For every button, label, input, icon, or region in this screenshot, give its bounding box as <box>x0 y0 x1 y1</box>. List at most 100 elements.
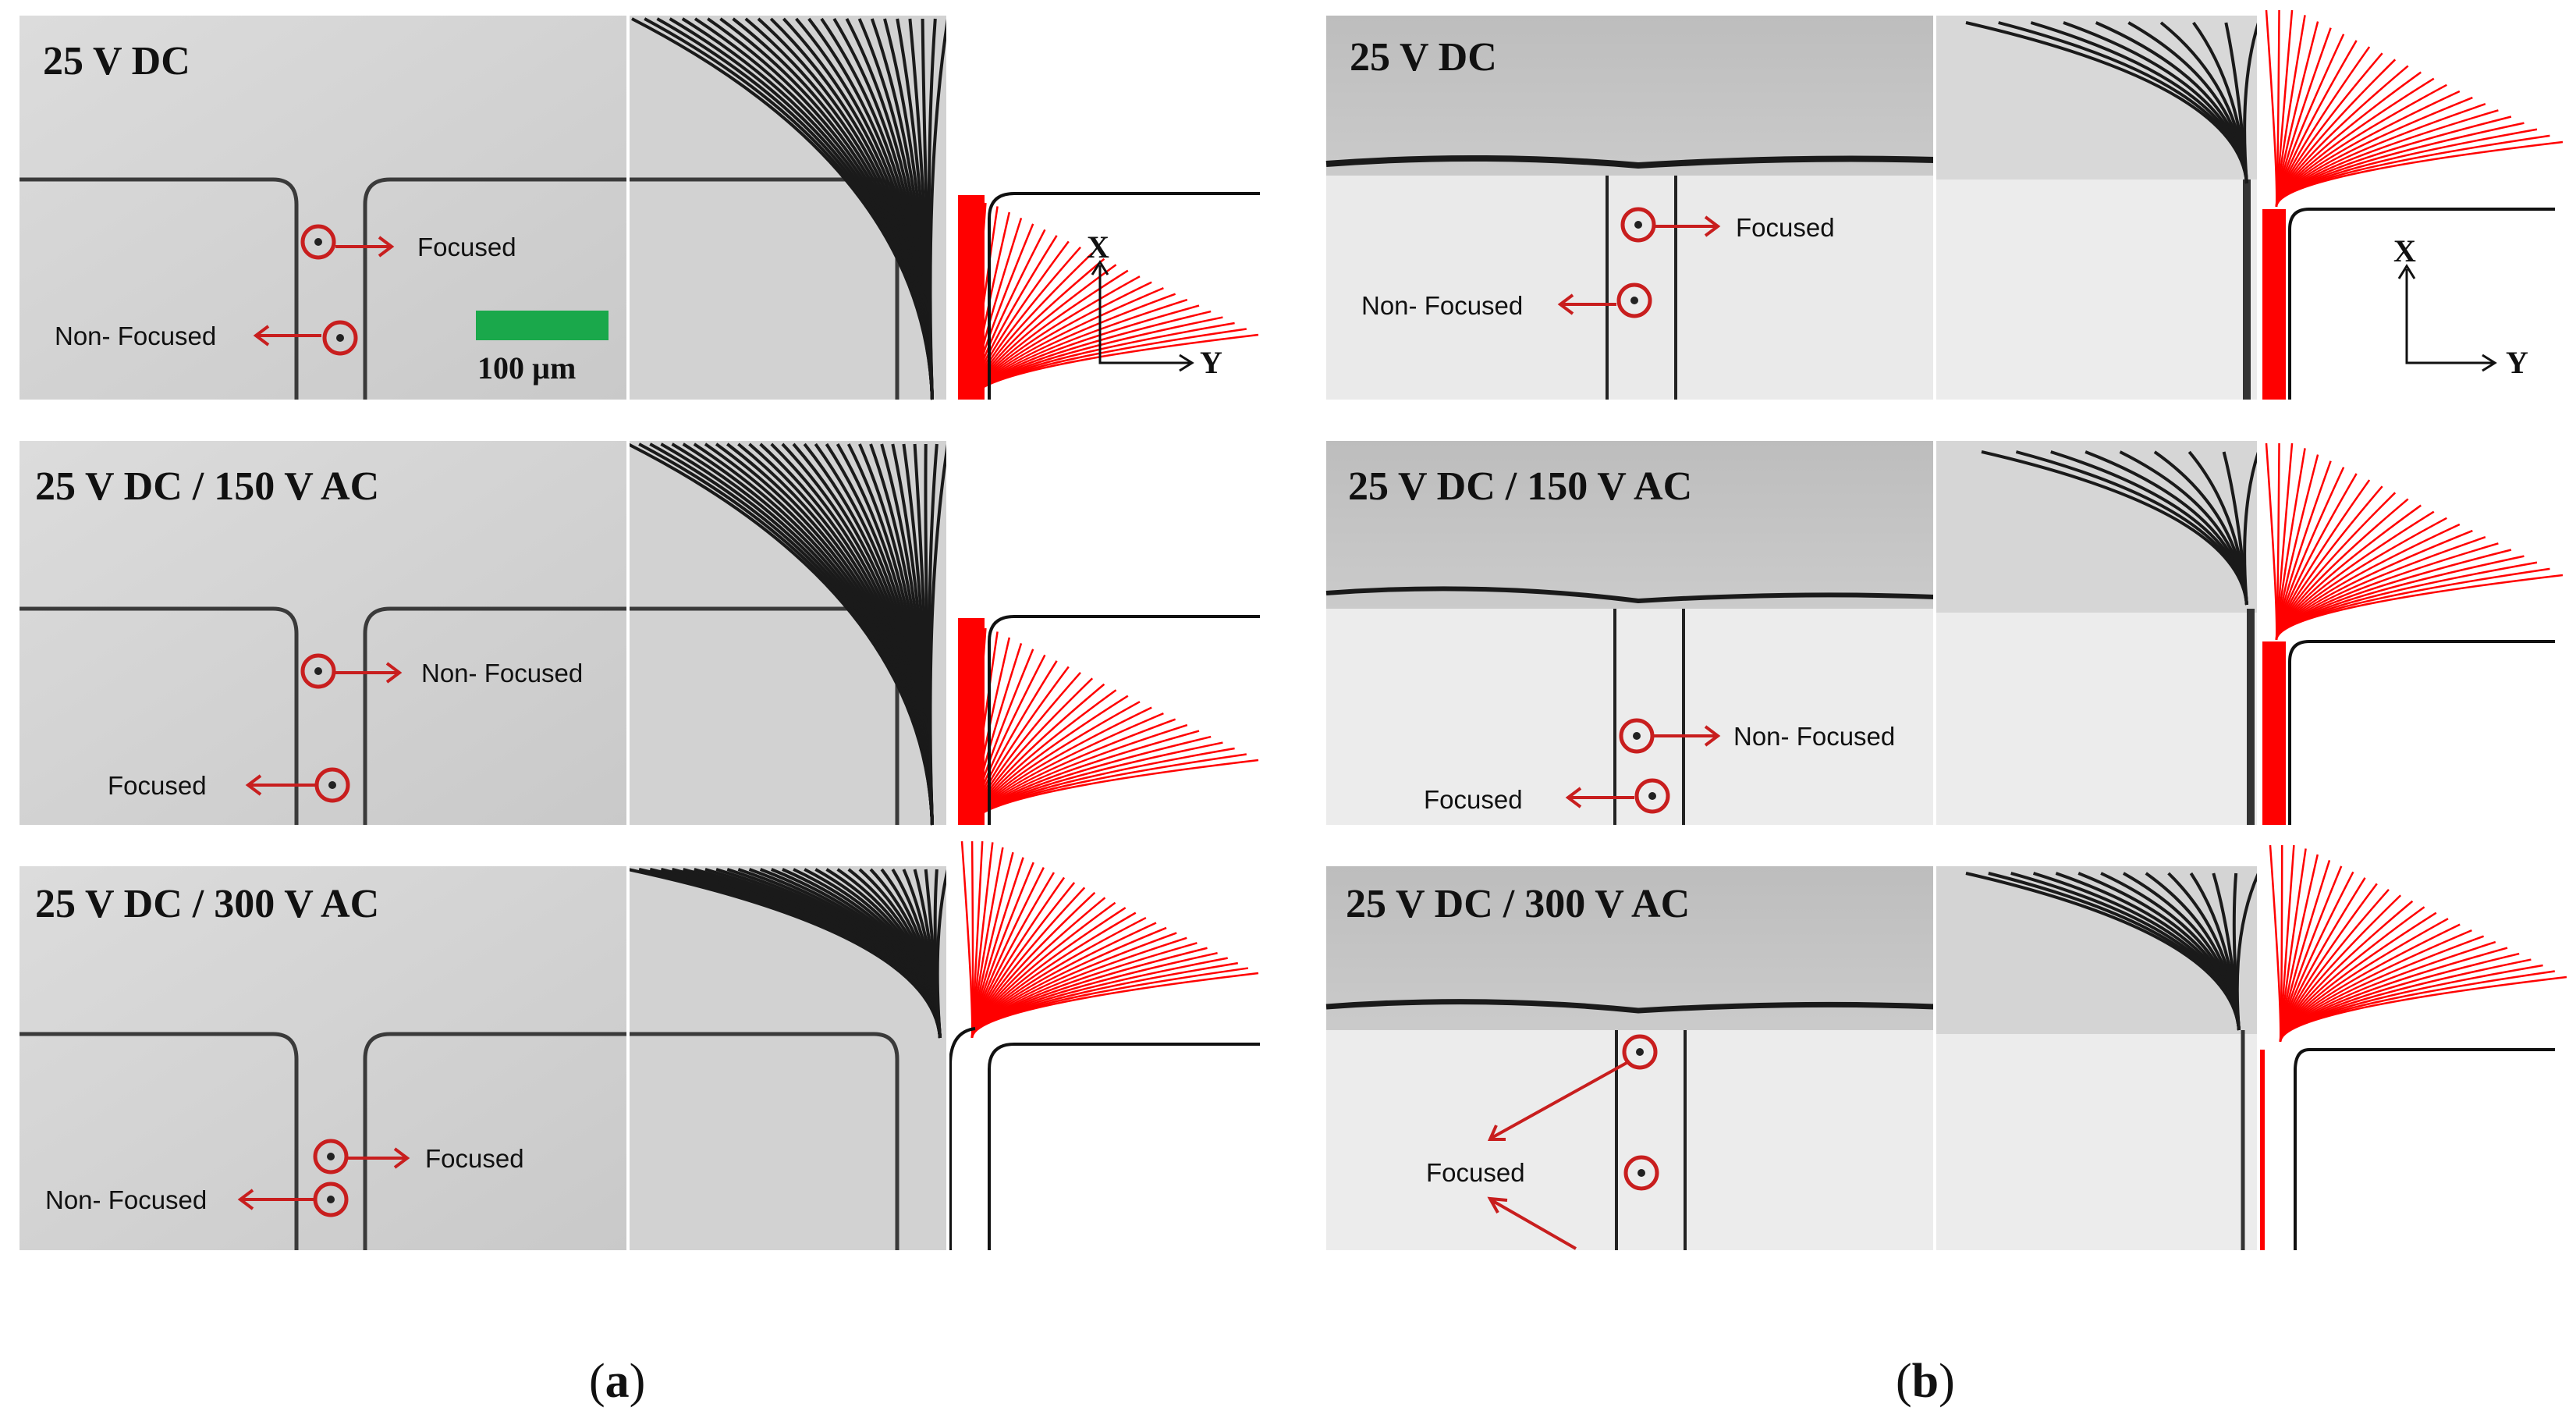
simulation-channel-wall <box>988 615 1260 825</box>
particle <box>327 1153 335 1160</box>
particle <box>336 334 344 342</box>
condition-label: 25 V DC / 300 V AC <box>1346 882 1690 926</box>
simulation-streamlines <box>2269 844 2567 1043</box>
particle-streak <box>2235 872 2260 1031</box>
upper-particle-label: Focused <box>425 1144 524 1173</box>
particle-streaks <box>1965 21 2260 184</box>
channel-edge <box>1325 999 1936 1014</box>
particle-streak <box>928 18 949 400</box>
upper-particle-label: Focused <box>417 233 516 261</box>
focusing-stream <box>958 618 985 825</box>
y-axis-label: Y <box>2506 345 2528 380</box>
particle <box>1634 221 1642 229</box>
particle-streaks <box>627 868 949 1039</box>
panel-b-row-2: 25 V DC / 150 V AC Non- Focused Focused <box>1325 441 2564 825</box>
particle-marker <box>1623 1155 1659 1191</box>
arrow-lower <box>1557 293 1616 315</box>
simulation-streamline <box>970 972 1259 1039</box>
focused-particle-marker <box>1634 778 1670 814</box>
arrow-upper <box>335 236 395 258</box>
condition-label: 25 V DC <box>1350 35 1497 80</box>
lower-particle-label: Non- Focused <box>45 1185 207 1214</box>
channel-wall-left <box>20 606 299 825</box>
arrow-lower <box>237 1189 314 1210</box>
streak-image-lower <box>1935 613 2258 825</box>
separators <box>626 16 2260 1250</box>
particle-streaks <box>1981 450 2260 606</box>
simulation-streamline <box>2275 574 2564 641</box>
non-focused-particle-marker <box>313 1182 349 1217</box>
x-axis-label: X <box>2393 233 2416 268</box>
non-focused-particle-marker <box>300 653 336 689</box>
simulation-channel-wall <box>988 1043 1260 1250</box>
micrograph-lower <box>1326 609 1935 825</box>
particle-streak <box>928 443 949 826</box>
focused-particle-marker <box>300 224 336 260</box>
x-axis-label: X <box>1087 229 1109 265</box>
non-focused-particle-marker <box>322 320 358 356</box>
micrograph <box>20 441 628 825</box>
non-focused-particle-marker <box>1616 283 1652 318</box>
axes-indicator: X Y <box>1087 229 1222 380</box>
arrow-upper <box>1655 215 1721 237</box>
simulation-channel-wall <box>2288 640 2555 825</box>
channel-wall-right <box>363 177 628 400</box>
channel-wall-right <box>363 1032 628 1250</box>
simulation-inner-wall <box>949 1027 976 1250</box>
focused-particle-marker <box>1622 1034 1658 1070</box>
channel-wall-right <box>363 606 628 825</box>
focusing-stream <box>2262 641 2286 825</box>
channel-wall-left <box>20 177 299 400</box>
channel-edge <box>1325 586 1936 604</box>
simulation-channel-wall <box>2294 1048 2555 1250</box>
lower-particle-label: Focused <box>108 771 207 800</box>
condition-label: 25 V DC / 150 V AC <box>35 464 379 509</box>
simulation-streamlines <box>2265 442 2564 641</box>
panel-b-row-1: 25 V DC Focused Non- Focused X Y <box>1325 9 2564 400</box>
particle <box>328 781 336 789</box>
particle-streak <box>935 869 949 1039</box>
condition-label: 25 V DC / 300 V AC <box>35 882 379 926</box>
focused-particle-marker <box>313 1139 349 1174</box>
simulation-streamlines <box>2265 9 2564 208</box>
particle-streaks <box>1965 872 2260 1031</box>
condition-label: 25 V DC <box>43 39 190 84</box>
caption-a: (a) <box>589 1355 645 1408</box>
streak-image-lower <box>1935 179 2258 400</box>
arrow-upper <box>348 1147 410 1169</box>
arrow-upper <box>1654 725 1721 747</box>
particle <box>1636 1048 1644 1056</box>
arrow-upper <box>1487 1061 1627 1141</box>
simulation-streamline <box>2275 140 2564 208</box>
y-axis-label: Y <box>1200 345 1222 380</box>
simulation-channel-wall <box>2288 208 2555 400</box>
particle-streaks <box>631 17 949 400</box>
arrow-lower <box>1487 1196 1577 1250</box>
particle <box>314 667 322 675</box>
particle-streak <box>2243 22 2260 184</box>
simulation-channel-wall <box>988 192 1260 400</box>
focused-particle-marker <box>1620 207 1656 243</box>
simulation-panel <box>2258 441 2555 825</box>
simulation-streamline <box>2279 975 2567 1043</box>
arrow-lower <box>253 325 321 346</box>
focusing-stream <box>958 195 985 400</box>
panel-a-row-2: 25 V DC / 150 V AC Non- Focused Focused <box>20 441 1260 826</box>
lower-particle-label: Non- Focused <box>55 322 216 350</box>
particle <box>1648 792 1656 800</box>
upper-particle-label: Focused <box>1426 1158 1525 1187</box>
panel-b: 25 V DC Focused Non- Focused X Y <box>1325 9 2567 1408</box>
scale-bar-label: 100 µm <box>477 350 576 386</box>
caption-b: (b) <box>1896 1355 1955 1408</box>
particle <box>1630 297 1638 304</box>
particle-streak <box>2243 451 2260 606</box>
streak-image-lower <box>1935 1034 2258 1250</box>
axes-indicator: X Y <box>2393 233 2528 380</box>
channel-wall-streak <box>628 1032 899 1250</box>
lower-particle-label: Focused <box>1424 785 1523 814</box>
non-focused-particle-marker <box>1619 718 1655 754</box>
focused-particle-marker <box>314 767 350 803</box>
upper-particle-label: Focused <box>1736 213 1835 242</box>
channel-edge <box>1325 155 1936 169</box>
